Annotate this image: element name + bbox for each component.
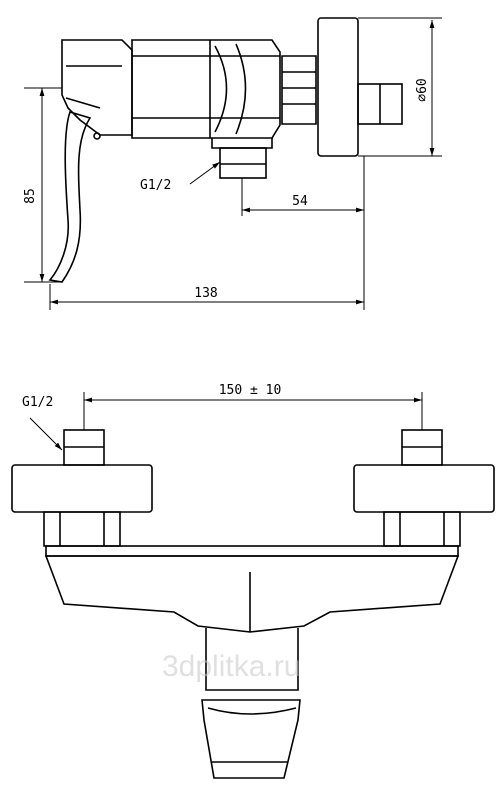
lever-body	[61, 39, 133, 136]
dim-text-diameter-60: ⌀60	[415, 78, 430, 101]
thread-label-front: G1/2	[22, 395, 53, 410]
dim-text-54: 54	[292, 194, 308, 209]
dim-text-138: 138	[194, 286, 217, 301]
front-body-top-bar	[45, 545, 459, 557]
front-right-escutcheon	[353, 464, 495, 513]
front-dimensions	[29, 392, 423, 451]
front-outlet-column	[205, 628, 299, 691]
outlet-thread	[219, 147, 267, 179]
housing-curve-1	[214, 45, 228, 133]
lever-arm	[48, 111, 92, 283]
front-left-escutcheon	[11, 464, 153, 513]
side-view	[48, 17, 403, 283]
thread-label-side: G1/2	[140, 178, 171, 193]
lever-pivot	[93, 132, 101, 140]
leader-g12-side	[189, 161, 221, 185]
front-handle-inner	[207, 707, 297, 715]
front-body	[44, 555, 460, 633]
front-right-nut	[383, 511, 461, 547]
cartridge-housing	[131, 39, 281, 139]
side-nut	[281, 55, 317, 125]
dim-text-85: 85	[23, 188, 38, 204]
lever-inner-line-2	[65, 97, 101, 109]
leader-g12-front	[29, 417, 63, 451]
watermark: 3dplitka.ru	[162, 650, 300, 683]
side-dim-text: 85 54 138 ⌀60 G1/2	[23, 78, 430, 301]
front-view	[11, 429, 495, 779]
side-dimensions	[24, 17, 442, 310]
outlet-neck	[211, 138, 273, 149]
front-handle	[201, 699, 301, 779]
front-dim-text: 150 ± 10 G1/2	[22, 383, 281, 410]
dim-text-150: 150 ± 10	[219, 383, 282, 398]
housing-curve-2	[235, 43, 247, 135]
escutcheon-disc	[317, 17, 359, 157]
front-left-nut	[43, 511, 121, 547]
